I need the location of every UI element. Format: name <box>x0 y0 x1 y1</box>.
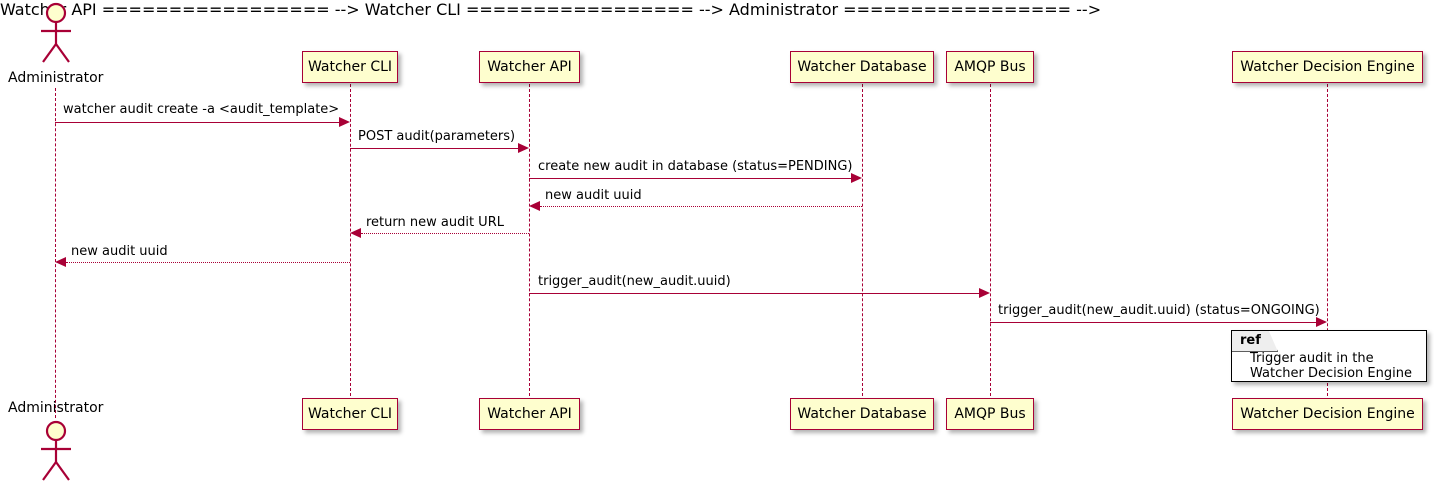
message-line-m7 <box>529 293 979 294</box>
message-line-m2 <box>350 148 518 149</box>
participant-watcher-database-bottom[interactable]: Watcher Database <box>790 398 934 430</box>
participant-amqp-bus-bottom[interactable]: AMQP Bus <box>946 398 1034 430</box>
message-arrowhead-m2 <box>518 143 529 153</box>
lifeline-amqp-bus <box>990 84 991 396</box>
actor-stick-figure-icon <box>41 2 71 63</box>
message-arrowhead-m4 <box>529 201 540 211</box>
message-arrowhead-m8 <box>1316 317 1327 327</box>
participant-watcher-api-bottom[interactable]: Watcher API <box>479 398 580 430</box>
participant-watcher-database-top[interactable]: Watcher Database <box>790 51 934 83</box>
message-label-m2: POST audit(parameters) <box>358 129 516 144</box>
message-arrowhead-m3 <box>851 173 862 183</box>
actor-stick-figure-icon <box>41 420 71 481</box>
lifeline-watcher-cli <box>350 84 351 396</box>
lifeline-watcher-database <box>862 84 863 396</box>
lifeline-watcher-api <box>529 84 530 396</box>
participant-watcher-api-top[interactable]: Watcher API <box>479 51 580 83</box>
lifeline-watcher-decision-engine <box>1327 84 1328 396</box>
message-label-m3: create new audit in database (status=PEN… <box>538 159 853 174</box>
message-arrowhead-m5 <box>350 228 361 238</box>
message-line-m3 <box>529 178 851 179</box>
message-label-m1: watcher audit create -a <audit_template> <box>63 102 340 117</box>
message-line-m8 <box>990 322 1316 323</box>
actor-administrator-bottom <box>33 420 79 482</box>
message-arrowhead-m1 <box>339 117 350 127</box>
actor-label-administrator-top: Administrator <box>8 70 104 86</box>
message-label-m4: new audit uuid <box>545 188 642 203</box>
message-label-m8: trigger_audit(new_audit.uuid) (status=ON… <box>998 303 1320 318</box>
participant-amqp-bus-top[interactable]: AMQP Bus <box>946 51 1034 83</box>
message-label-m5: return new audit URL <box>366 215 504 230</box>
participant-watcher-cli-bottom[interactable]: Watcher CLI <box>302 398 398 430</box>
message-arrowhead-m7 <box>979 288 990 298</box>
message-line-m5 <box>361 233 529 234</box>
actor-label-administrator-bottom: Administrator <box>8 400 104 416</box>
message-arrowhead-m6 <box>55 257 66 267</box>
lifeline-administrator <box>55 88 56 418</box>
participant-watcher-decision-engine-top[interactable]: Watcher Decision Engine <box>1232 51 1423 83</box>
participant-watcher-decision-engine-bottom[interactable]: Watcher Decision Engine <box>1232 398 1423 430</box>
message-line-m6 <box>66 262 350 263</box>
actor-administrator-top <box>33 2 79 64</box>
message-label-m7: trigger_audit(new_audit.uuid) <box>538 274 731 289</box>
ref-fragment-tab: ref <box>1232 331 1278 352</box>
message-label-m6: new audit uuid <box>71 244 168 259</box>
ref-fragment[interactable]: ref Trigger audit in the Watcher Decisio… <box>1231 330 1427 382</box>
ref-fragment-body-line-2: Watcher Decision Engine <box>1250 366 1412 381</box>
participant-watcher-cli-top[interactable]: Watcher CLI <box>302 51 398 83</box>
ref-fragment-body-line-1: Trigger audit in the <box>1250 351 1374 366</box>
message-line-m1 <box>55 122 339 123</box>
message-line-m4 <box>540 206 862 207</box>
